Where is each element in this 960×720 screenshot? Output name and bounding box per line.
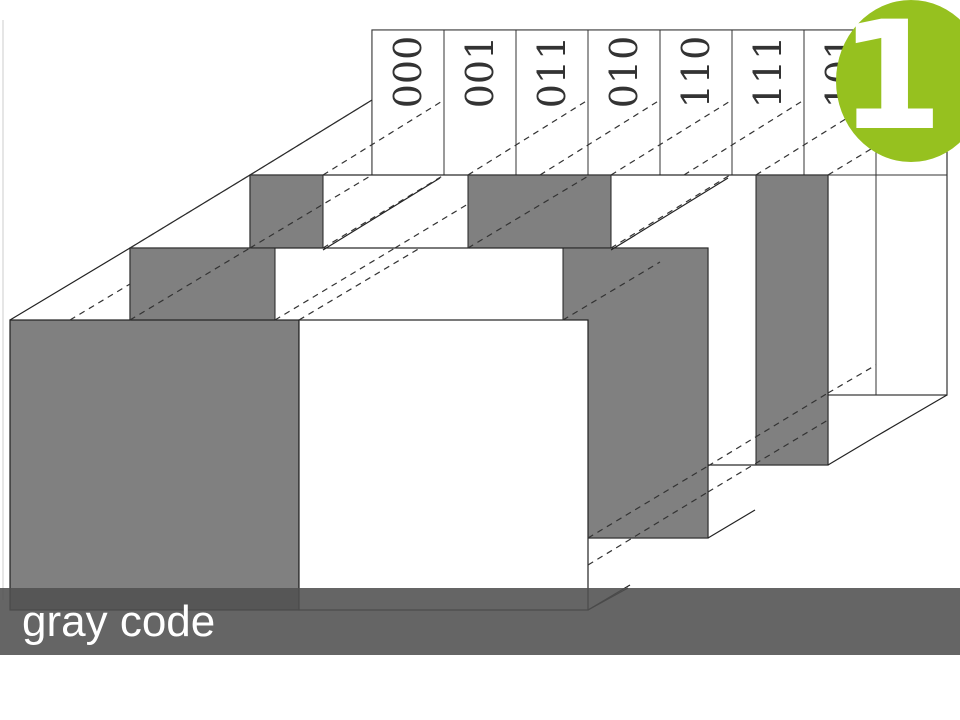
level2-shaded-3: [755, 174, 829, 466]
code-label: 000: [386, 36, 430, 109]
front-white: [298, 319, 589, 611]
level1-shaded-1: [129, 247, 276, 324]
front-shaded: [9, 319, 300, 611]
code-cell: [587, 29, 661, 176]
level2-shaded-1: [249, 174, 324, 251]
code-cell: [515, 29, 589, 176]
code-cell: [371, 29, 445, 176]
caption-text: gray code: [22, 597, 216, 646]
code-label: 111: [746, 36, 790, 109]
level2-shaded-2: [467, 174, 612, 251]
caption-bar: [0, 588, 960, 655]
code-cell: [443, 29, 517, 176]
code-label: 001: [458, 36, 502, 109]
code-label: 010: [602, 36, 646, 109]
slide-number: 1: [838, 0, 944, 164]
code-label: 011: [530, 36, 574, 109]
slide-number-badge: 1: [836, 0, 960, 162]
dashed-projection-lines: [69, 99, 877, 566]
code-label: 110: [674, 36, 718, 109]
code-cell: [731, 29, 805, 176]
stripe-level-0: [9, 319, 589, 611]
